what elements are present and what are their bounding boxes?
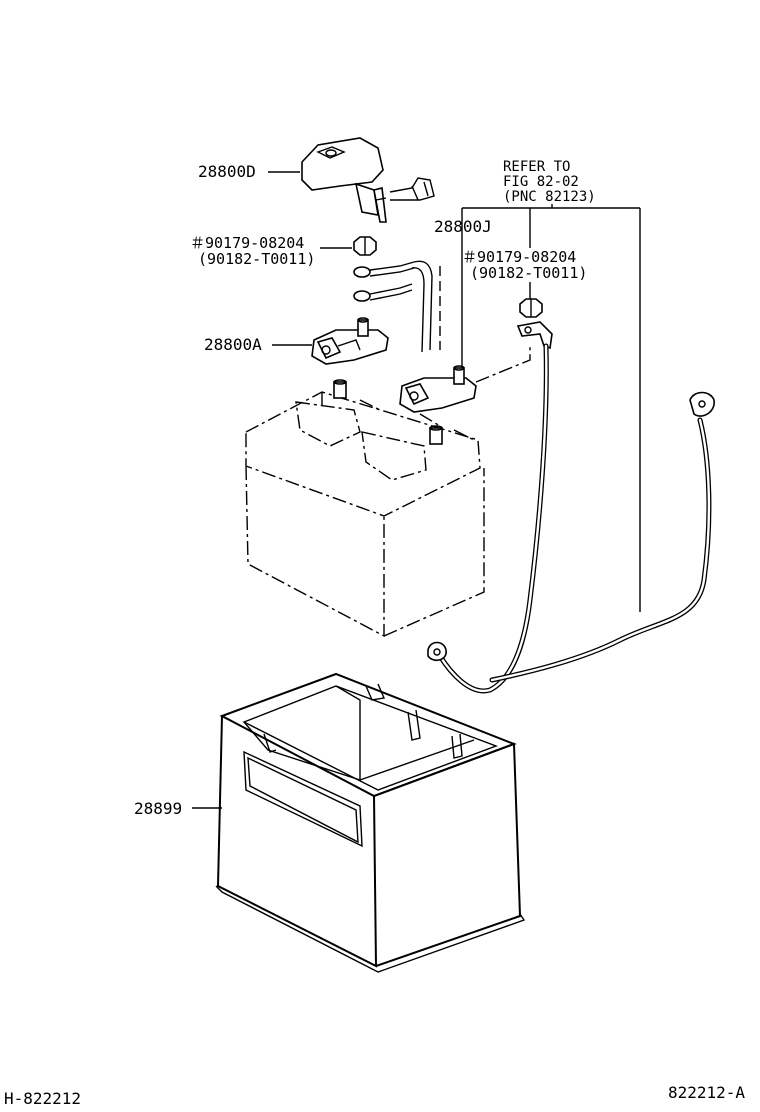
bolt-right-line1: ＃90179-08204 bbox=[462, 248, 576, 266]
label-28800J: 28800J bbox=[434, 217, 492, 236]
negative-terminal-28800J bbox=[399, 346, 531, 413]
terminal-cover-28800D bbox=[301, 137, 435, 223]
refer-to-line3: (PNC 82123) bbox=[503, 189, 596, 205]
refer-bracket-lines bbox=[461, 204, 641, 612]
bolt-left-line1: ＃90179-08204 bbox=[190, 234, 304, 252]
label-28800A: 28800A bbox=[204, 335, 262, 354]
bolt-right-line2: (90182-T0011) bbox=[470, 264, 587, 282]
refer-to-line2: FIG 82-02 bbox=[503, 174, 579, 190]
lead-wire-connectors bbox=[353, 260, 441, 353]
nut-right bbox=[519, 298, 543, 318]
label-28899: 28899 bbox=[134, 799, 182, 818]
nut-left bbox=[353, 236, 377, 256]
ground-cable bbox=[427, 343, 549, 694]
battery-phantom bbox=[245, 379, 485, 638]
body-ground-cable bbox=[489, 391, 715, 683]
refer-to-line1: REFER TO bbox=[503, 159, 570, 175]
battery-tray-28899 bbox=[215, 672, 526, 973]
footer-left-code: H-822212 bbox=[4, 1089, 81, 1108]
bolt-left-line2: (90182-T0011) bbox=[198, 250, 315, 268]
positive-terminal-28800A bbox=[311, 317, 389, 365]
footer-right-code: 822212-A bbox=[668, 1083, 745, 1102]
label-28800D: 28800D bbox=[198, 162, 256, 181]
